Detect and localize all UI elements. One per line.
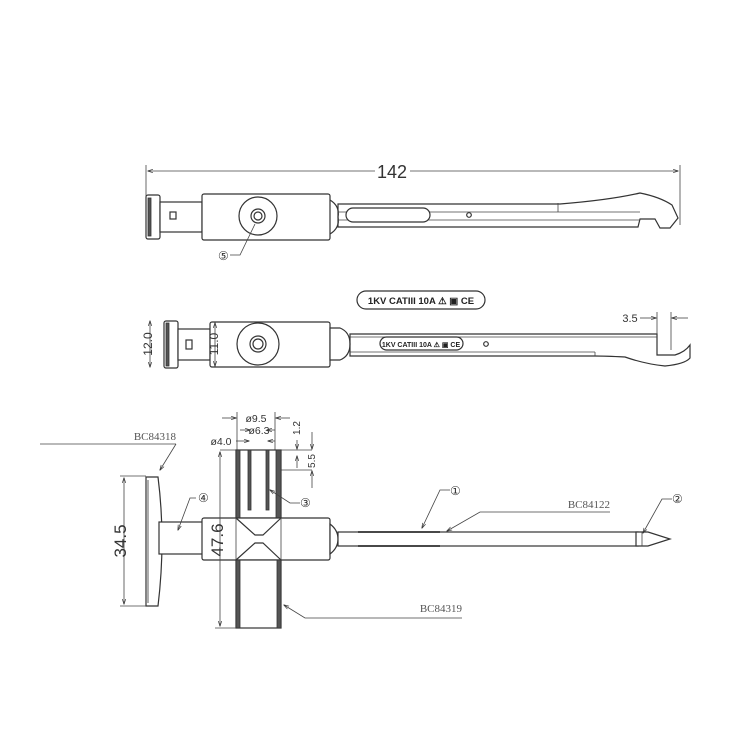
shaft bbox=[337, 192, 679, 229]
callout-4: ④ bbox=[198, 491, 209, 505]
top-offset-label: 1.2 bbox=[292, 421, 303, 435]
shaft bbox=[349, 333, 691, 367]
needle-tip bbox=[635, 531, 672, 547]
marking-label-small: 1KV CATIII 10A ⚠ ▣ CE bbox=[382, 341, 461, 349]
callout-3: ③ bbox=[300, 496, 311, 510]
side-view: 1KV CATIII 10A ⚠ ▣ CE 12.0 11.0 1KV CATI… bbox=[141, 290, 691, 369]
leader-line bbox=[447, 511, 610, 531]
knob-inner bbox=[249, 335, 267, 353]
body-length-label: 47.6 bbox=[208, 523, 227, 556]
shaft-hole bbox=[466, 212, 472, 218]
knob-core bbox=[253, 211, 263, 221]
leader-line bbox=[270, 490, 300, 504]
sleeve-wall-hatch bbox=[276, 559, 282, 629]
needle bbox=[337, 531, 639, 547]
head-diameter-label: 12.0 bbox=[141, 332, 155, 356]
part-label-cap: BC84318 bbox=[134, 431, 177, 443]
head-cap-hatch bbox=[165, 322, 170, 367]
inner-diameter-label: ø6.3 bbox=[248, 425, 269, 437]
knob-inner bbox=[250, 208, 266, 224]
hub-taper bbox=[329, 522, 339, 556]
leader-line bbox=[230, 223, 256, 256]
marking-label: 1KV CATIII 10A ⚠ ▣ CE bbox=[368, 296, 474, 307]
callout-1: ① bbox=[450, 484, 461, 498]
callout-5: ⑤ bbox=[218, 249, 229, 263]
callout-2: ② bbox=[672, 492, 683, 506]
knob bbox=[238, 196, 278, 236]
leader-line bbox=[422, 489, 450, 528]
top-view: 142 ⑤ bbox=[145, 162, 681, 263]
sleeve-wall-hatch bbox=[275, 449, 282, 519]
part-label-needle: BC84122 bbox=[568, 499, 610, 511]
knob bbox=[236, 322, 280, 366]
neck bbox=[159, 201, 203, 233]
depth-label: 5.5 bbox=[307, 454, 318, 468]
body-diameter-label: 11.0 bbox=[207, 332, 221, 355]
shaft-hole bbox=[483, 341, 489, 347]
upper-sleeve bbox=[235, 449, 282, 519]
tip-gap-label: 3.5 bbox=[622, 313, 637, 325]
hub-bore bbox=[235, 517, 282, 561]
marking-badge-small bbox=[379, 336, 464, 351]
leader-line bbox=[160, 443, 177, 470]
sleeve-wall-hatch bbox=[235, 559, 241, 629]
section-view: ø9.5 ø6.3 ø4.0 1.2 5.5 34.5 bbox=[40, 412, 683, 629]
neck bbox=[177, 328, 211, 361]
lower-sleeve bbox=[235, 559, 282, 629]
body-taper bbox=[329, 199, 339, 235]
hole-diameter-label: ø4.0 bbox=[210, 436, 231, 448]
part-label-sleeve: BC84319 bbox=[420, 603, 463, 615]
outer-diameter-label: ø9.5 bbox=[245, 413, 266, 425]
leader-line bbox=[643, 498, 672, 533]
knob-core bbox=[252, 338, 264, 350]
stem bbox=[158, 521, 204, 555]
leader-line bbox=[284, 605, 462, 619]
leader-line bbox=[178, 497, 196, 530]
sleeve-wall-hatch bbox=[235, 449, 241, 519]
inner-wall-hatch bbox=[247, 449, 252, 511]
slot bbox=[185, 339, 193, 350]
marking-badge bbox=[356, 290, 486, 310]
shaft-window bbox=[345, 207, 431, 223]
cap-length-label: 34.5 bbox=[111, 524, 130, 557]
body-taper bbox=[329, 327, 351, 361]
inner-wall-hatch bbox=[265, 449, 270, 511]
head-cap-hatch bbox=[147, 197, 152, 237]
overall-length-label: 142 bbox=[377, 162, 407, 182]
slot bbox=[169, 211, 177, 220]
